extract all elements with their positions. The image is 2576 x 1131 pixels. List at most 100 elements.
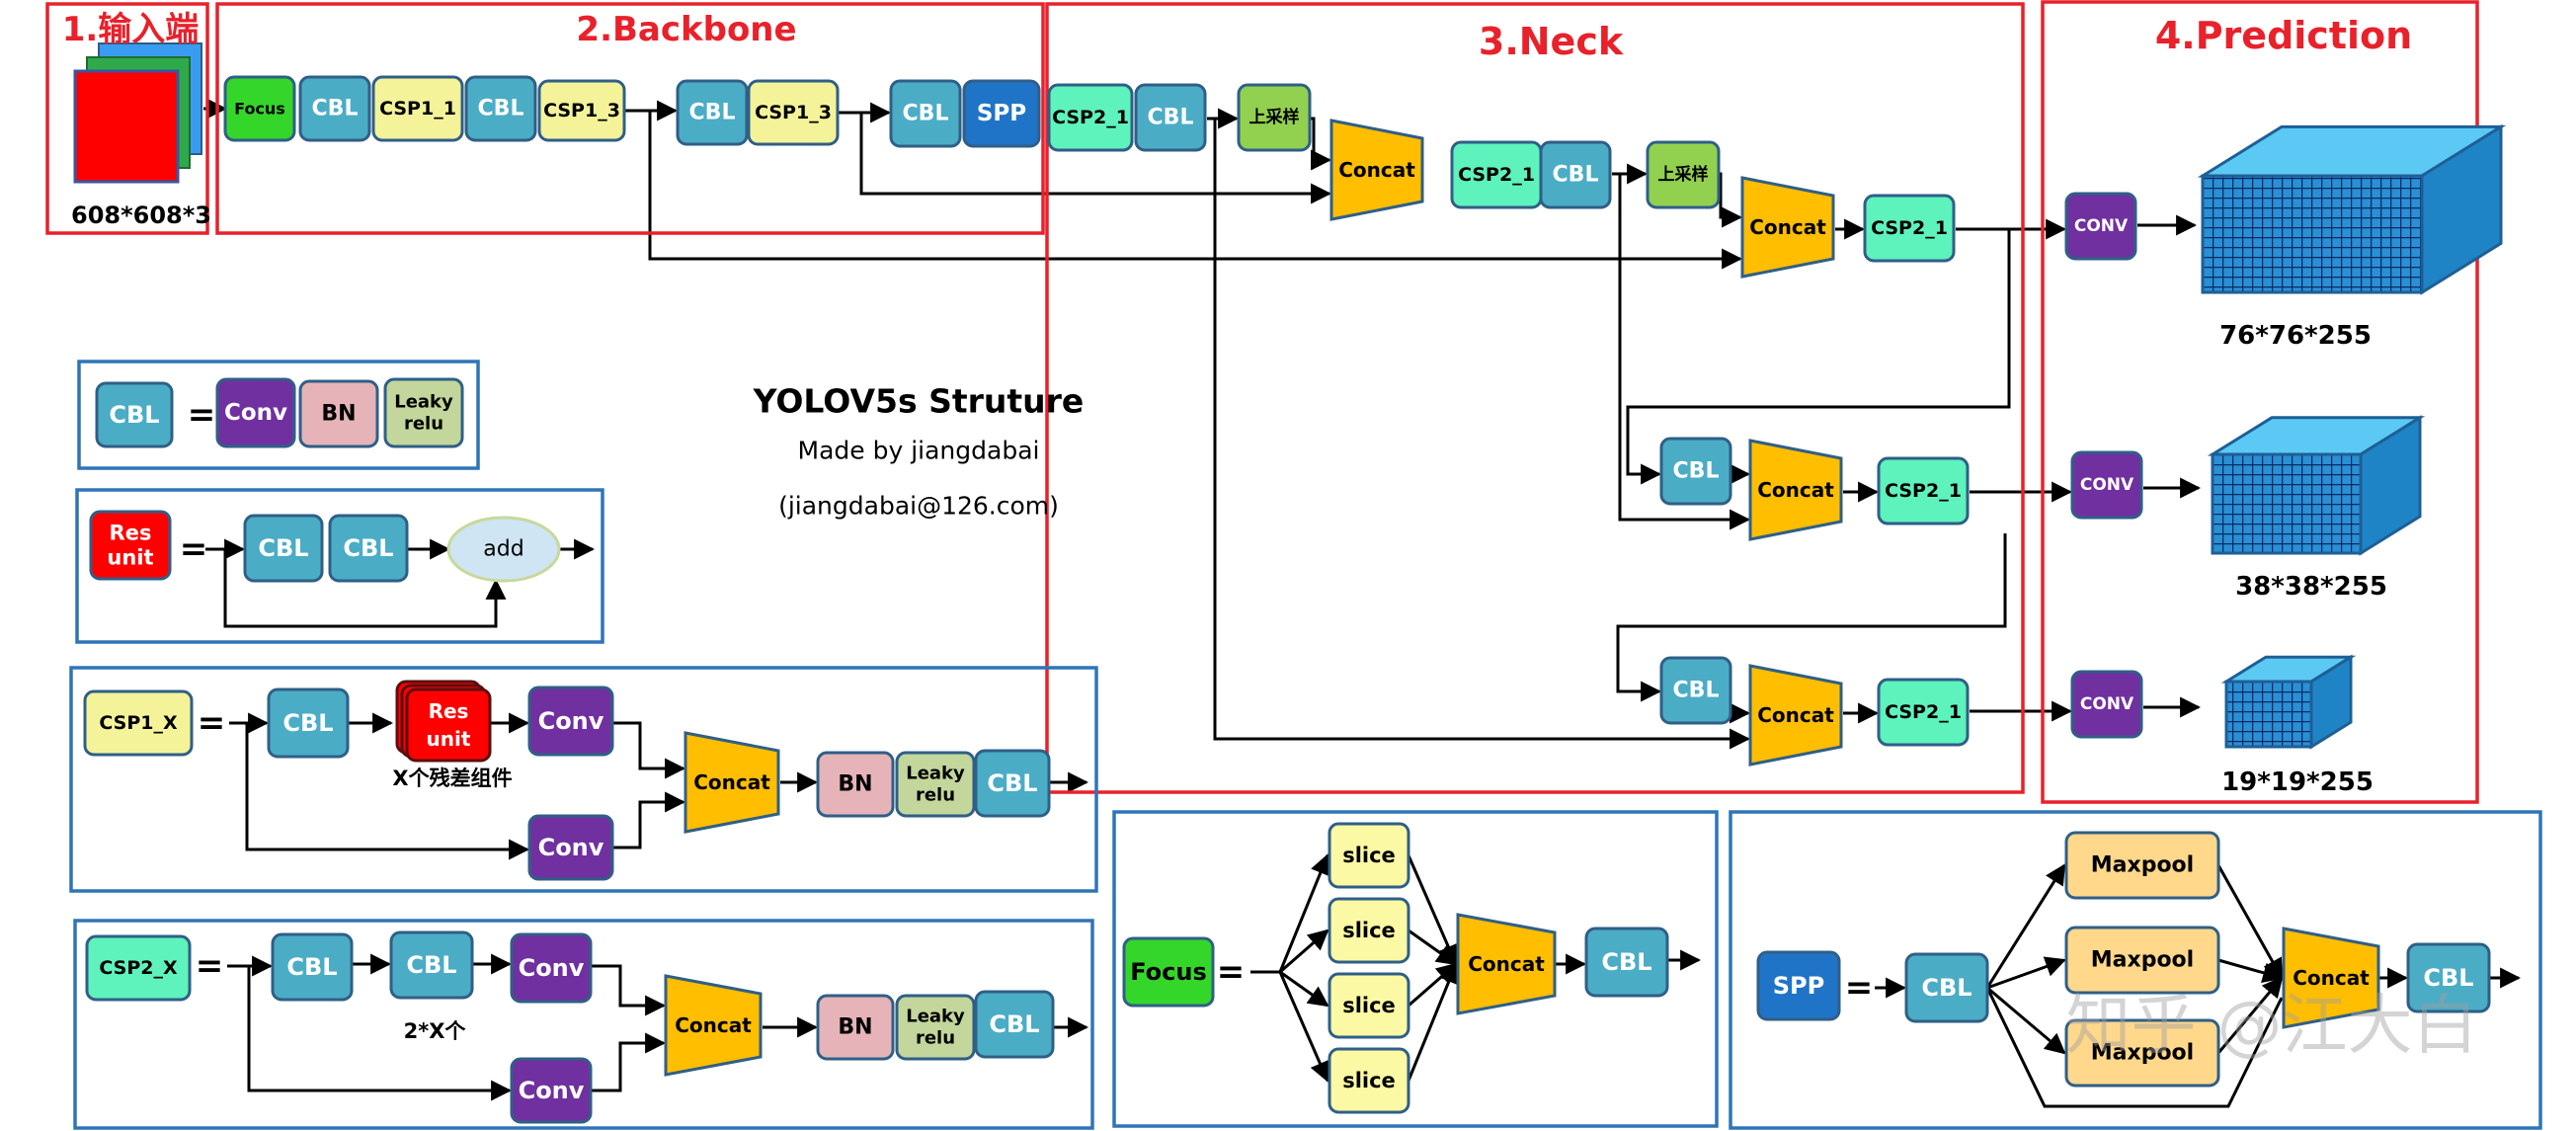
cbl-block-label: CBL: [282, 709, 333, 737]
csp1-block: CSP1_1: [371, 75, 464, 142]
output-grid-cube-medium: [2207, 415, 2426, 556]
csp1-block: CSP1_3: [747, 79, 840, 146]
slice-block-label: slice: [1342, 1069, 1396, 1092]
slice-block-label: slice: [1342, 844, 1396, 867]
csp1-block-label: CSP1_3: [543, 100, 620, 121]
connector-wire: [591, 1032, 667, 1092]
concat-label: Concat: [693, 770, 770, 794]
conv-block: Conv: [510, 932, 593, 1004]
cbl-block-label: CBL: [343, 534, 393, 562]
concat-label: Concat: [1468, 952, 1545, 976]
conv-count-note: 2*X个: [404, 1019, 467, 1043]
equals-sign: =: [198, 703, 226, 743]
leaky-relu-block-label: relu: [916, 784, 955, 805]
input-image-stack: [73, 42, 202, 184]
connector-wire: [1279, 970, 1329, 1008]
csp2-x-block: CSP2_X: [85, 934, 192, 1002]
cbl-block-label: CBL: [1673, 459, 1720, 484]
connector-wire: [648, 111, 1743, 270]
bn-block: BN: [816, 994, 895, 1061]
cbl-block-label: CBL: [1673, 679, 1720, 703]
upsample-block: 上采样: [1646, 140, 1721, 209]
cbl-block-label: CBL: [1553, 163, 1599, 188]
cbl-block: CBL: [974, 749, 1051, 818]
csp2-block-label: CSP2_1: [1052, 107, 1129, 128]
diagram-email: (jiangdabai@126.com): [778, 492, 1059, 521]
prediction-section-frame: [2041, 0, 2479, 804]
cbl-block-label: CBL: [2423, 964, 2473, 992]
csp2-block: CSP2_1: [1877, 678, 1970, 747]
cbl-block: CBL: [1134, 83, 1207, 152]
connector-wire: [1626, 229, 2011, 485]
upsample-block: 上采样: [1237, 83, 1312, 152]
cbl-block: CBL: [676, 79, 749, 146]
connector-wire: [2216, 976, 2284, 1054]
focus-block: Focus: [1122, 936, 1215, 1008]
conv-block-label: Conv: [538, 834, 604, 861]
csp1-block: CSP1_X: [83, 689, 194, 757]
cbl-block-label: CBL: [478, 97, 524, 121]
cbl-block: CBL: [95, 381, 174, 448]
maxpool-block-label: Maxpool: [2091, 948, 2194, 973]
csp2-block: CSP2_1: [1877, 456, 1970, 525]
section-title-input: 1.输入端: [62, 10, 200, 49]
cbl-block: CBL: [889, 79, 962, 148]
conv-block-label: Conv: [538, 707, 604, 735]
conv-block-label: Conv: [519, 954, 585, 982]
slice-block: slice: [1328, 972, 1410, 1039]
cbl-block: CBL: [271, 932, 354, 1002]
concat-label: Concat: [1338, 158, 1415, 182]
connector-wire: [1279, 929, 1329, 974]
connector-wire: [1985, 987, 2284, 1108]
concat-block: Concat: [1748, 664, 1843, 767]
csp2-block-label: CSP2_1: [1885, 701, 1962, 723]
spp-block: SPP: [962, 79, 1041, 148]
leaky-relu-block-label: relu: [916, 1027, 955, 1048]
connector-wire: [1407, 962, 1459, 1082]
conv-block: Conv: [215, 377, 296, 448]
conv-block: CONV: [2070, 670, 2143, 739]
add-label: add: [483, 537, 523, 562]
csp1-block-label: CSP1_3: [755, 102, 832, 123]
section-title-prediction: 4.Prediction: [2155, 14, 2412, 57]
cbl-block-label: CBL: [1921, 974, 1972, 1002]
cbl-block-label: CBL: [987, 769, 1037, 797]
csp1-block: CSP1_3: [537, 79, 626, 142]
maxpool-block: Maxpool: [2064, 1018, 2220, 1088]
connector-wire: [1278, 971, 1330, 1083]
legend-csp1-frame: [69, 666, 1098, 893]
input-size-label: 608*608*3: [71, 202, 211, 229]
connector-wire: [1616, 533, 2007, 702]
connector-wire: [591, 964, 667, 1016]
watermark-text: 知乎 @江大白: [2066, 988, 2478, 1064]
bn-block: BN: [816, 751, 895, 818]
conv-block: Conv: [527, 814, 614, 881]
maxpool-block-label: Maxpool: [2091, 853, 2194, 878]
slice-block: slice: [1328, 1047, 1410, 1114]
slice-block: slice: [1328, 897, 1410, 964]
output-size-small: 19*19*255: [2221, 767, 2374, 797]
connector-wire: [1985, 863, 2066, 989]
connector-wire: [245, 723, 530, 860]
leaky-relu-block-label: relu: [404, 413, 443, 434]
concat-label: Concat: [2293, 966, 2370, 990]
cbl-block-label: CBL: [312, 97, 359, 121]
slice-block-label: slice: [1342, 994, 1396, 1017]
conv-block-label: CONV: [2080, 694, 2134, 714]
cbl-block-label: CBL: [286, 953, 337, 981]
equals-sign: =: [1845, 968, 1874, 1008]
cbl-block: CBL: [1659, 656, 1732, 725]
concat-block: Concat: [2282, 927, 2380, 1029]
cbl-block-label: CBL: [1601, 948, 1651, 976]
conv-block-label: Conv: [224, 400, 287, 426]
cbl-block-label: CBL: [406, 951, 456, 979]
equals-sign: =: [196, 946, 224, 986]
focus-block-label: Focus: [1130, 958, 1207, 986]
equals-sign: =: [180, 529, 208, 569]
concat-block: Concat: [1740, 176, 1835, 279]
bn-block-label: BN: [321, 402, 356, 427]
concat-label: Concat: [1757, 703, 1834, 727]
